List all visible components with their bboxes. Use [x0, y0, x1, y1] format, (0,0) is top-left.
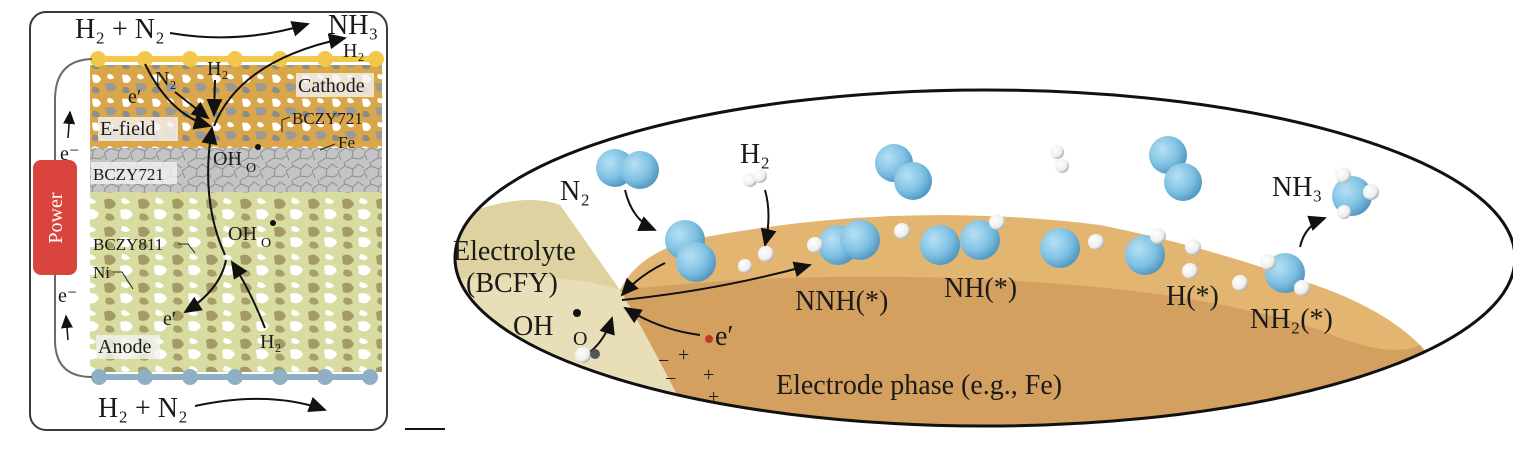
- electrolyte-material-label: (BCFY): [466, 268, 558, 299]
- oh-label: OH: [513, 311, 553, 342]
- electrolyte-bczy721-label: BCZY721: [93, 165, 164, 184]
- bottom-gas-flow-arrow: [194, 397, 327, 413]
- electron-flow-top-arrow: [63, 110, 76, 139]
- nh3-molecule: [1332, 167, 1379, 219]
- nnh-label: NNH(*): [795, 286, 888, 317]
- anode-electron-arrow: [183, 259, 227, 314]
- svg-text:+: +: [678, 344, 689, 366]
- nh3-out-arrow: [213, 33, 347, 127]
- bczy811-callout: BCZY811: [93, 235, 163, 254]
- oh-upper-label: OH: [213, 148, 242, 170]
- n2-path-arrow: [144, 63, 212, 130]
- anode-h2-label: H₂: [260, 331, 281, 353]
- gas-h2-molecule-2: [1050, 145, 1069, 173]
- electrode-phase-label: Electrode phase (e.g., Fe): [776, 370, 1062, 401]
- ni-callout: Ni: [93, 263, 110, 282]
- gas-n2-molecule-2: [875, 144, 932, 200]
- reaction-mechanism: N₂ H₂: [453, 88, 1513, 428]
- gas-n2-molecule-3: [1149, 136, 1202, 201]
- cell-schematic: Power e⁻ e⁻ H₂ + N₂ NH₃ H₂ N₂ H₂ Cathode…: [29, 10, 388, 431]
- oh-lower-subscript: O: [261, 236, 271, 251]
- nnh-formation-arrow: [621, 261, 812, 301]
- svg-text:−: −: [658, 350, 669, 372]
- cathode-label: Cathode: [298, 75, 365, 97]
- gas-n2-molecule: [596, 149, 659, 189]
- electron-arrow: [623, 306, 701, 336]
- electron-dot: [705, 335, 713, 343]
- adsorbed-n-h: [1040, 228, 1104, 268]
- charge-double-layer: − + − + − +: [658, 344, 719, 409]
- h-label: H(*): [1166, 281, 1219, 312]
- bottom-gas-inlet-label: H₂ + N₂: [98, 393, 188, 424]
- top-gas-inlet-label: H₂ + N₂: [75, 14, 165, 45]
- efield-label: E-field: [100, 118, 156, 140]
- nh3-label: NH₃: [1272, 172, 1322, 203]
- h2-label: H₂: [740, 139, 770, 170]
- cathode-n2-label: N₂: [155, 68, 176, 90]
- n2-label: N₂: [560, 176, 590, 207]
- svg-text:−: −: [665, 368, 676, 390]
- nh-label: NH(*): [944, 273, 1017, 304]
- cathode-bus-nodes: [90, 51, 384, 67]
- top-gas-flow-arrow: [169, 21, 310, 39]
- electron-flow-bottom-arrow: [61, 314, 73, 341]
- fe-callout: Fe: [338, 133, 355, 152]
- oh-upper-subscript: O: [246, 161, 256, 176]
- ammonia-product-label: NH₃: [328, 10, 378, 41]
- h2-path-arrow: [206, 79, 223, 117]
- bczy721-cathode-callout: BCZY721: [292, 109, 363, 128]
- electron-label: e′: [715, 321, 734, 352]
- electrolyte-label: Electrolyte: [453, 236, 576, 267]
- oh-subscript: O: [573, 328, 587, 350]
- svg-text:+: +: [708, 386, 719, 408]
- hydrogen-outlet-label: H₂: [343, 40, 364, 62]
- cathode-electron-label: e′: [128, 86, 141, 108]
- power-label: Power: [45, 192, 67, 243]
- anode-bus-nodes: [91, 369, 378, 385]
- anode-electron-label: e′: [163, 308, 176, 330]
- adsorbed-nh2: [1260, 253, 1310, 296]
- zoom-ellipse: [453, 88, 1513, 428]
- cathode-h2-label: H₂: [207, 58, 228, 80]
- nh2-label: NH₂(*): [1250, 304, 1333, 335]
- proton-transport-arrow: [201, 126, 226, 256]
- adsorbed-nh-2: [1125, 228, 1166, 275]
- adsorbed-n2: [665, 220, 716, 282]
- svg-text:−: −: [685, 387, 696, 409]
- electron-flow-top-label: e⁻: [60, 143, 79, 165]
- svg-text:+: +: [703, 364, 714, 386]
- electron-flow-bottom-label: e⁻: [58, 285, 77, 307]
- gas-h2-molecule: [743, 169, 767, 187]
- power-source: [33, 160, 77, 275]
- adsorbed-nh: [920, 214, 1005, 265]
- oh-lower-label: OH: [228, 223, 257, 245]
- adsorbed-nnh: [807, 220, 880, 265]
- anode-h2-arrow: [230, 260, 266, 329]
- nh3-desorption-arrow: [1299, 215, 1327, 248]
- anode-label: Anode: [98, 336, 151, 358]
